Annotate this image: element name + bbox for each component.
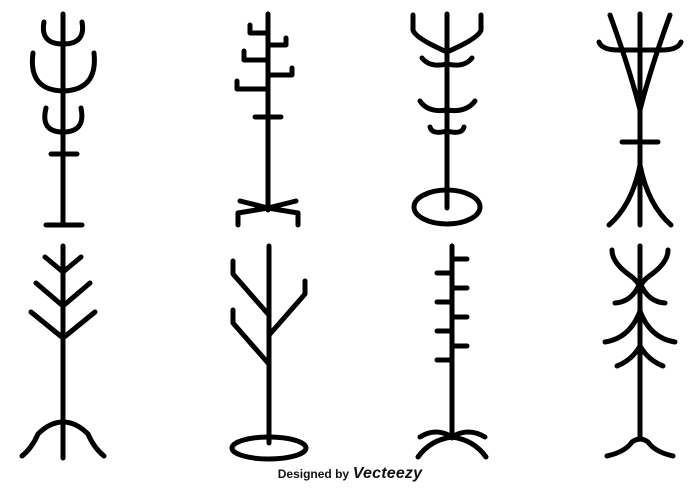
coat-rack-6-icon xyxy=(229,243,309,462)
coat-rack-4-icon xyxy=(596,11,684,228)
coat-rack-5-icon xyxy=(19,243,107,461)
coat-rack-3-icon xyxy=(410,11,484,227)
brand-logo-text: Vecteezy xyxy=(352,465,423,482)
coat-rack-7-icon xyxy=(415,243,489,460)
credit-line: Designed by Vecteezy xyxy=(0,465,700,483)
credit-prefix: Designed by xyxy=(277,467,350,481)
coat-rack-2-icon xyxy=(234,11,301,228)
coat-rack-8-icon xyxy=(602,243,678,459)
coat-rack-1-icon xyxy=(29,11,97,228)
